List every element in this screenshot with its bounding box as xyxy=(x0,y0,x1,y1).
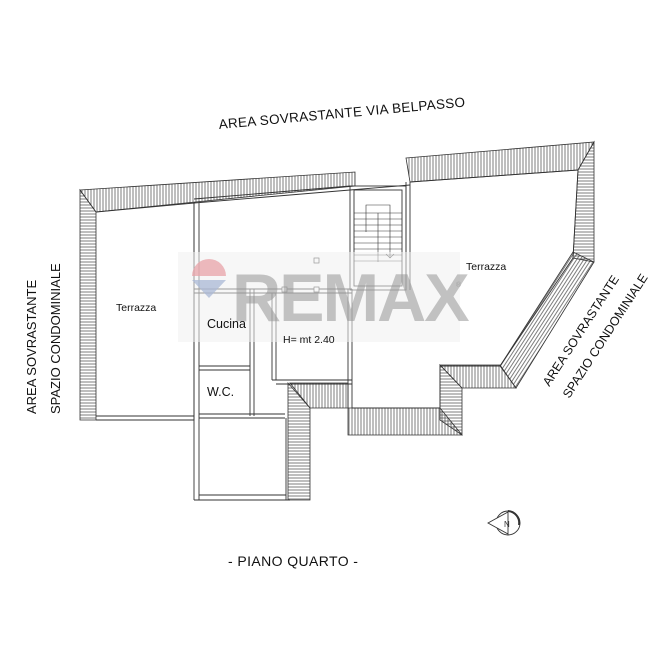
roof-band-step-center xyxy=(287,381,349,501)
watermark-registered: ® xyxy=(456,282,462,289)
room-label-height: H= mt 2.40 xyxy=(283,334,335,346)
room-label-terrazza-right: Terrazza xyxy=(466,261,507,273)
walls xyxy=(95,169,579,501)
floor-name-label: - PIANO QUARTO - xyxy=(228,553,359,569)
remax-balloon-icon xyxy=(192,259,226,298)
roof-band-top-left xyxy=(79,171,356,213)
watermark-brand: REMAX xyxy=(232,260,470,336)
room-label-wc: W.C. xyxy=(207,385,235,399)
svg-text:N: N xyxy=(504,520,510,529)
roof-band-left xyxy=(79,188,97,421)
watermark-panel xyxy=(178,252,460,342)
room-label-terrazza-left: Terrazza xyxy=(116,302,157,314)
compass-icon: N xyxy=(487,510,521,536)
room-label-cucina: Cucina xyxy=(207,317,246,331)
label-left-area-line2: SPAZIO CONDOMINIALE xyxy=(48,263,63,414)
label-left-area-line1: AREA SOVRASTANTE xyxy=(24,279,39,414)
